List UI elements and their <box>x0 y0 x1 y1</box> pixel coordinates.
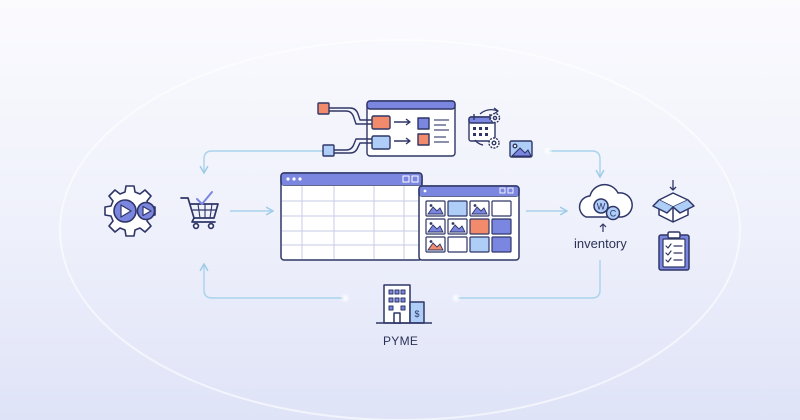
tile-sun-icon <box>473 204 477 207</box>
tile-mountain-icon <box>427 206 444 215</box>
clipboard-checklist-icon <box>658 231 690 271</box>
grid-tile <box>447 236 468 253</box>
grid-tile <box>469 218 490 235</box>
grid-tile <box>491 236 512 253</box>
calendar-gear-icon <box>468 107 501 149</box>
tile-sun-icon <box>429 240 433 243</box>
gear-play-icon <box>104 185 156 237</box>
data-mapping-icon <box>317 100 456 157</box>
tile-mountain-icon <box>427 242 444 251</box>
tile-sun-icon <box>429 204 433 207</box>
tile-mountain-icon <box>449 224 466 233</box>
price-symbol: $ <box>414 309 419 319</box>
connector-image-to-cloud <box>548 150 605 179</box>
company-label: PYME <box>383 334 419 348</box>
office-building-icon: $ <box>376 284 432 324</box>
shopping-cart-check-icon <box>180 191 219 230</box>
tile-sun-icon <box>451 222 455 225</box>
inventory-label: inventory <box>574 236 627 251</box>
grid-tile <box>447 200 468 217</box>
tile-mountain-icon <box>427 224 444 233</box>
image-icon <box>509 140 533 158</box>
grid-tile <box>469 236 490 253</box>
tile-mountain-icon <box>471 206 488 215</box>
image-grid-tiles <box>425 200 512 253</box>
grid-tile <box>491 218 512 235</box>
cloud-badge-w: W <box>597 202 606 212</box>
cloud-sync-icon: W C <box>578 183 633 232</box>
tile-sun-icon <box>429 222 433 225</box>
connector-pyme-to-cart <box>199 262 345 299</box>
spreadsheet-window <box>280 172 423 261</box>
cloud-badge-c: C <box>610 209 617 219</box>
connector-cloud-to-pyme <box>456 260 601 299</box>
package-box-icon <box>652 180 695 223</box>
connector-mapping-to-cart <box>199 150 330 175</box>
background-arc <box>59 39 741 420</box>
grid-tile <box>491 200 512 217</box>
